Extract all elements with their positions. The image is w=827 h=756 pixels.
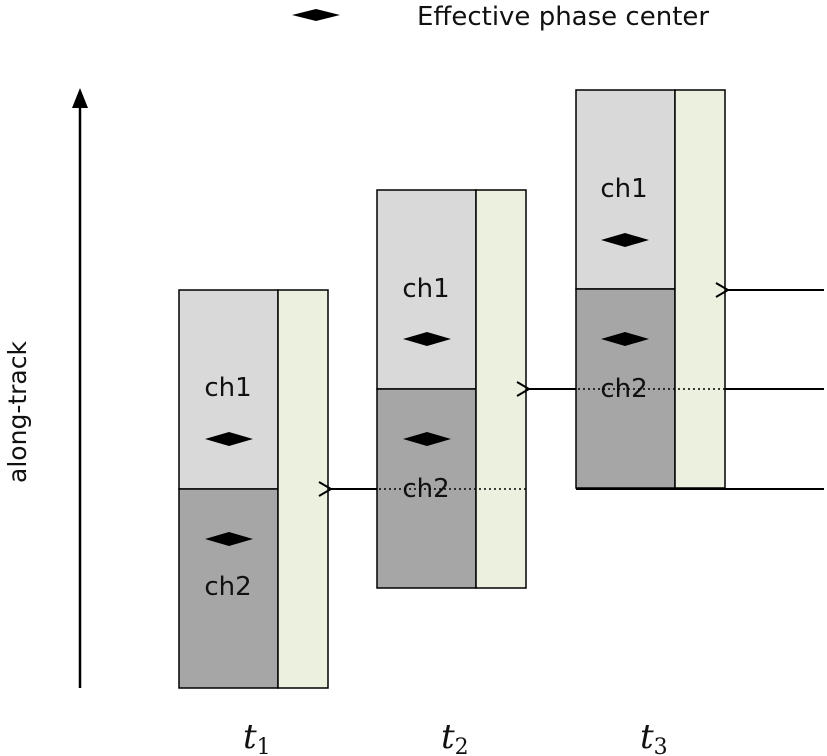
axis-label: along-track	[3, 341, 32, 483]
legend: Effective phase center	[292, 2, 709, 32]
ch1-label: ch1	[600, 174, 647, 204]
time-label-t2: t2	[441, 717, 469, 756]
time-label-t3: t3	[640, 717, 668, 756]
legend-label: Effective phase center	[417, 2, 709, 32]
ch2-phase-center-icon	[601, 332, 649, 346]
axis-arrowhead-icon	[72, 88, 88, 108]
ch1-label: ch1	[402, 274, 449, 304]
column-t3: ch1 ch2 t3	[575, 89, 726, 756]
side-block	[674, 89, 726, 489]
side-block	[277, 289, 329, 689]
along-track-axis: along-track	[3, 88, 88, 688]
ch1-label: ch1	[204, 373, 251, 403]
ch1-block	[376, 189, 477, 390]
time-label-t1: t1	[243, 717, 271, 756]
ch1-block	[575, 89, 676, 290]
ch2-block	[178, 488, 279, 689]
ch1-phase-center-icon	[205, 432, 253, 446]
ch2-phase-center-icon	[403, 432, 451, 446]
column-t1: ch1 ch2 t1	[178, 289, 329, 756]
ch1-phase-center-icon	[403, 332, 451, 346]
ch2-label: ch2	[204, 572, 251, 602]
ch1-phase-center-icon	[601, 233, 649, 247]
column-t2: ch1 ch2 t2	[376, 189, 527, 756]
side-block	[475, 189, 527, 589]
ch2-phase-center-icon	[205, 532, 253, 546]
arrows	[318, 282, 824, 497]
phase-center-marker-icon	[292, 9, 340, 21]
